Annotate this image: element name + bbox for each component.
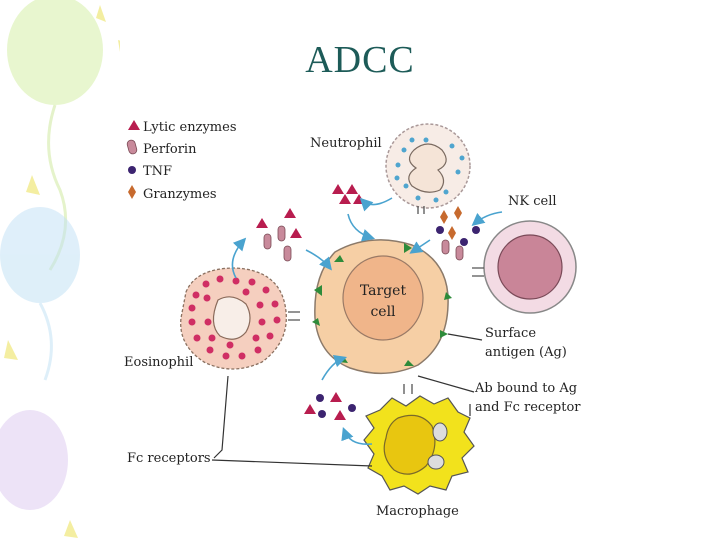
macrophage-cell xyxy=(363,384,475,495)
lytic-enzyme-triangle-icon xyxy=(128,120,140,130)
tnf-dot-icon xyxy=(128,166,136,174)
granzyme-diamond-icon xyxy=(128,185,136,199)
nk-cell-nucleus xyxy=(497,234,563,300)
target-cell-nucleus xyxy=(342,255,424,341)
eosinophil-nucleus xyxy=(212,296,251,340)
surface-antigen-label-line1: Surface xyxy=(485,326,536,341)
fc-receptors-label: Fc receptors xyxy=(127,451,211,466)
target-cell-label-line2: cell xyxy=(370,304,396,320)
pointer-lines xyxy=(211,333,483,467)
nk-cell xyxy=(472,220,577,314)
balloon-blue-icon xyxy=(0,207,80,381)
action-arrows xyxy=(231,197,503,446)
legend-label-lytic-enzymes: Lytic enzymes xyxy=(143,120,237,135)
perforin-capsule-icon xyxy=(126,139,138,155)
phagocytic-vacuoles xyxy=(427,422,448,470)
neutrophil-granules xyxy=(394,137,465,203)
balloon-background xyxy=(0,0,120,538)
sparkle-icons xyxy=(4,5,120,538)
eosinophil-released-molecules xyxy=(256,208,302,262)
neutrophil-released-molecules xyxy=(332,184,365,204)
eosinophil-label: Eosinophil xyxy=(124,355,193,370)
macrophage-label: Macrophage xyxy=(376,504,459,519)
target-cell: Target cell xyxy=(312,239,452,375)
eosinophil-cell xyxy=(180,267,300,370)
surface-antigen-label-line2: antigen (Ag) xyxy=(485,345,567,360)
legend-label-granzymes: Granzymes xyxy=(143,187,217,202)
neutrophil-nucleus xyxy=(408,143,447,193)
target-cell-label-line1: Target xyxy=(360,283,407,299)
slide-title: ADCC xyxy=(305,39,415,81)
macrophage-nucleus xyxy=(383,414,436,475)
nk-released-molecules xyxy=(436,206,480,261)
ab-bound-label-line1: Ab bound to Ag xyxy=(474,381,577,396)
nk-cell-label: NK cell xyxy=(508,194,557,209)
legend: Lytic enzymes Perforin TNF Granzymes xyxy=(126,120,237,202)
eosinophil-granules xyxy=(188,275,281,360)
ab-bound-label-line2: and Fc receptor xyxy=(475,400,581,415)
neutrophil-cell xyxy=(385,123,471,214)
neutrophil-label: Neutrophil xyxy=(310,136,382,151)
legend-label-tnf: TNF xyxy=(143,164,172,179)
macrophage-released-molecules xyxy=(304,392,356,420)
legend-label-perforin: Perforin xyxy=(143,142,197,157)
balloon-purple-icon xyxy=(0,410,68,510)
